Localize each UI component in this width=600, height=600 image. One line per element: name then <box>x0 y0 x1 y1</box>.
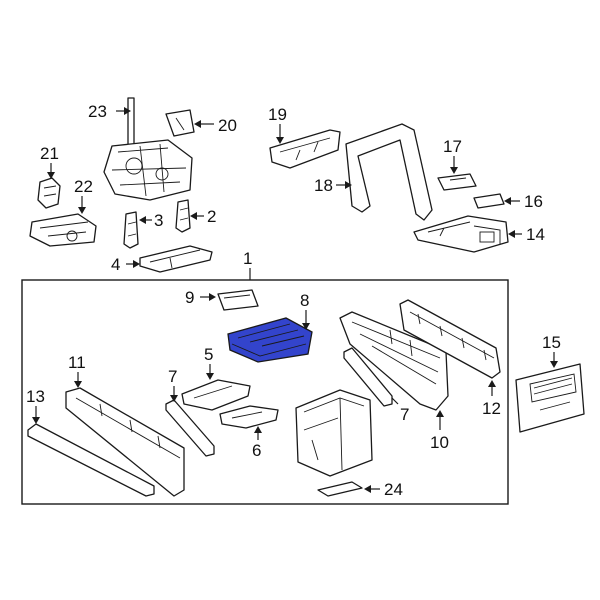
callout-10: 10 <box>430 433 449 452</box>
callout-8: 8 <box>300 291 309 310</box>
leader-7b <box>391 397 399 405</box>
callout-12: 12 <box>482 399 501 418</box>
part-16-trim-piece[interactable] <box>473 193 505 209</box>
part-19-bracket[interactable] <box>269 129 341 169</box>
callout-6: 6 <box>252 441 261 460</box>
callout-17: 17 <box>443 137 462 156</box>
callout-2: 2 <box>207 207 216 226</box>
part-8-armrest-lid[interactable] <box>227 317 313 363</box>
part-5-bracket[interactable] <box>181 379 251 411</box>
callout-3: 3 <box>154 211 163 230</box>
callout-7b: 7 <box>400 405 409 424</box>
armrest-lid-fill <box>227 317 313 363</box>
console-storage-bin <box>295 389 373 477</box>
callout-5: 5 <box>204 345 213 364</box>
part-9-tray[interactable] <box>217 289 259 311</box>
callout-9: 9 <box>185 288 194 307</box>
part-15-rear-vent[interactable] <box>515 363 585 433</box>
part-17-trim-piece[interactable] <box>437 173 477 191</box>
part-14-console-panel[interactable] <box>413 215 509 253</box>
part-20-shift-cover[interactable] <box>165 109 195 137</box>
callout-23: 23 <box>88 102 107 121</box>
part-3-bracket[interactable] <box>123 211 139 249</box>
callout-7a: 7 <box>168 367 177 386</box>
part-11-lower-side-panel[interactable] <box>65 387 185 497</box>
callout-24: 24 <box>384 480 403 499</box>
callout-13: 13 <box>26 387 45 406</box>
callout-15: 15 <box>542 333 561 352</box>
part-12-side-panel[interactable] <box>399 299 501 379</box>
part-21-shift-knob[interactable] <box>37 177 61 209</box>
part-10-console-body[interactable] <box>339 311 449 411</box>
part-2-bracket[interactable] <box>175 199 191 233</box>
callout-1: 1 <box>243 249 252 268</box>
part-23-shifter-assembly[interactable] <box>103 97 193 201</box>
callout-22: 22 <box>74 177 93 196</box>
callout-19: 19 <box>268 105 287 124</box>
callout-11: 11 <box>68 353 86 372</box>
callout-21: 21 <box>40 144 59 163</box>
part-4-bracket[interactable] <box>139 245 213 273</box>
callout-14: 14 <box>526 225 545 244</box>
assembly-frame <box>21 279 509 505</box>
part-6-bracket[interactable] <box>219 405 279 429</box>
part-18-trim-frame[interactable] <box>345 123 433 221</box>
callout-4: 4 <box>111 255 120 274</box>
part-24-pad[interactable] <box>317 481 363 497</box>
callout-18: 18 <box>314 176 333 195</box>
callout-20: 20 <box>218 116 237 135</box>
part-7-side-trim-right[interactable] <box>343 347 393 407</box>
callout-16: 16 <box>524 192 543 211</box>
part-22-bracket[interactable] <box>29 213 97 247</box>
